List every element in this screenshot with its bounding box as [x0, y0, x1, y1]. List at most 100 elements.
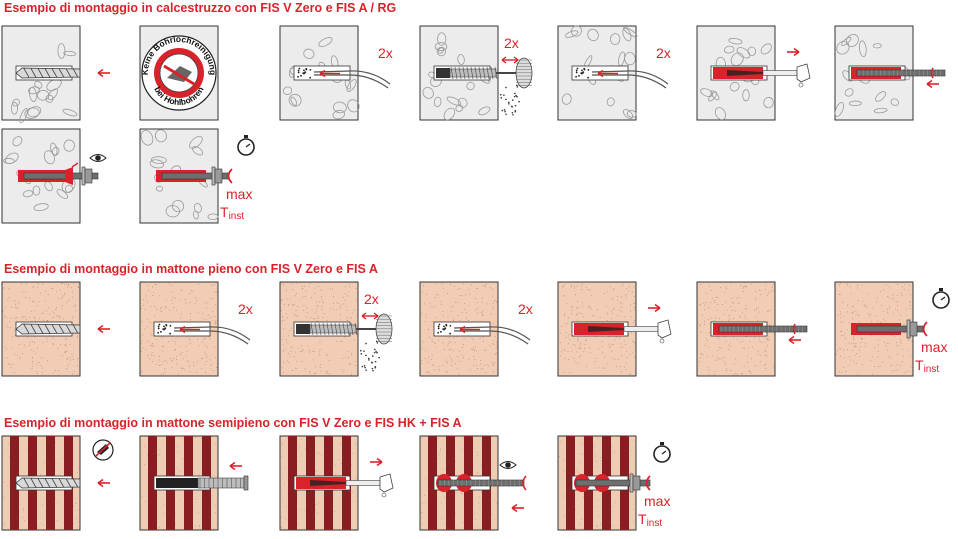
- arrow-left-icon: [511, 503, 524, 513]
- blow-pump-nozzle: [437, 323, 531, 345]
- torque-sub-label: inst: [924, 364, 940, 375]
- step-check-figure: [1, 128, 107, 224]
- mortar-injector: [574, 319, 672, 344]
- eye-icon: [89, 154, 107, 162]
- torque-max-label: max: [644, 493, 670, 509]
- threaded-rod: [436, 474, 525, 492]
- section-title-hollow-brick: Esempio di montaggio in mattone semipien…: [4, 416, 462, 430]
- step-inject-mortar: [279, 435, 394, 531]
- torque-rotation-icon: [645, 475, 651, 491]
- step-drill-figure: [1, 25, 110, 124]
- step-drill-figure: [1, 435, 114, 531]
- step-blow-out-2: 2x: [419, 281, 533, 377]
- stopwatch-icon: [932, 288, 950, 309]
- stopwatch-icon: [237, 135, 255, 156]
- double-arrow-icon: [501, 56, 519, 64]
- fixed-rod-with-nut: [851, 319, 924, 339]
- arrow-right-icon: [648, 303, 661, 313]
- cleaning-brush: [296, 313, 393, 372]
- step-blow-out: 2x: [139, 281, 253, 377]
- torque-t-label: Tinst: [638, 511, 662, 529]
- no-cleaning-badge-icon: [141, 35, 217, 111]
- mesh-sleeve: [156, 475, 249, 491]
- cleaning-brush: [436, 57, 533, 116]
- step-brush-figure: 2x: [419, 25, 533, 121]
- blow-pump-nozzle: [575, 67, 669, 89]
- step-sleeve-figure: [139, 435, 249, 531]
- step-label: 2x: [656, 45, 671, 61]
- fixed-rod-with-nut: [18, 166, 99, 186]
- step-brush: 2x: [419, 25, 533, 121]
- step-insert-figure: [696, 281, 808, 377]
- excess-mortar: [65, 167, 73, 185]
- threaded-rod: [851, 67, 946, 79]
- rotation-arrow-icon: [792, 323, 796, 335]
- threaded-rod: [713, 323, 808, 335]
- step-inject-mortar: [557, 281, 672, 377]
- torque-max-label: max: [226, 186, 252, 202]
- arrow-left-icon: [926, 79, 939, 89]
- step-blow-figure: 2x: [557, 25, 671, 121]
- eye-icon: [499, 461, 517, 469]
- step-blow-figure: 2x: [419, 281, 533, 377]
- torque-t-label: Tinst: [915, 357, 939, 375]
- section-title-concrete: Esempio di montaggio in calcestruzzo con…: [4, 1, 397, 15]
- arrow-left-icon: [97, 68, 110, 78]
- step-drill: [1, 25, 110, 124]
- mortar-injector: [713, 63, 811, 88]
- step-blow-out: 2x: [279, 25, 393, 121]
- blow-pump-nozzle: [157, 323, 251, 345]
- arrow-left-icon: [788, 335, 801, 345]
- double-arrow-icon: [361, 312, 379, 320]
- drill-bit: [15, 67, 81, 79]
- drill-bit: [15, 477, 81, 489]
- step-label: 2x: [238, 301, 253, 317]
- step-drill-figure: [1, 281, 110, 377]
- step-inject-figure: [696, 25, 811, 121]
- arrow-left-icon: [229, 461, 242, 471]
- step-inject-figure: [279, 435, 394, 531]
- torque-sub-label: inst: [229, 211, 245, 222]
- arrow-left-icon: [97, 324, 110, 334]
- torque-max-label: max: [921, 339, 947, 355]
- step-insert-rod: [696, 281, 808, 377]
- arrow-right-icon: [370, 457, 383, 467]
- step-check-mortar: [1, 128, 107, 224]
- step-label: 2x: [504, 35, 519, 51]
- stopwatch-icon: [653, 442, 671, 463]
- fixed-rod-with-nut: [574, 473, 651, 493]
- arrow-right-icon: [787, 47, 800, 57]
- drill-no-hammer-icon: [92, 439, 114, 461]
- step-insert-figure: [419, 435, 527, 531]
- check-arrow-icon: [71, 162, 79, 168]
- step-label: 2x: [378, 45, 393, 61]
- step-blow-out-2: 2x: [557, 25, 671, 121]
- step-insert-rod: [419, 435, 527, 531]
- rotation-arrow-icon: [930, 67, 934, 79]
- step-insert-rod: [834, 25, 946, 121]
- mortar-injector: [296, 473, 394, 498]
- rotation-arrow-icon: [522, 475, 527, 491]
- blow-pump-nozzle: [297, 67, 391, 89]
- step-label: 2x: [364, 291, 379, 307]
- step-brush: 2x: [279, 281, 393, 377]
- step-drill: [1, 281, 110, 377]
- torque-rotation-icon: [922, 321, 928, 337]
- step-blow-figure: 2x: [139, 281, 253, 377]
- torque-sub-label: inst: [647, 518, 663, 529]
- step-inject-figure: [557, 281, 672, 377]
- step-brush-figure: 2x: [279, 281, 393, 377]
- step-drill: [1, 435, 114, 531]
- step-insert-sleeve: [139, 435, 249, 531]
- step-insert-figure: [834, 25, 946, 121]
- step-inject-mortar: [696, 25, 811, 121]
- section-title-solid-brick: Esempio di montaggio in mattone pieno co…: [4, 262, 378, 276]
- torque-rotation-icon: [227, 168, 233, 184]
